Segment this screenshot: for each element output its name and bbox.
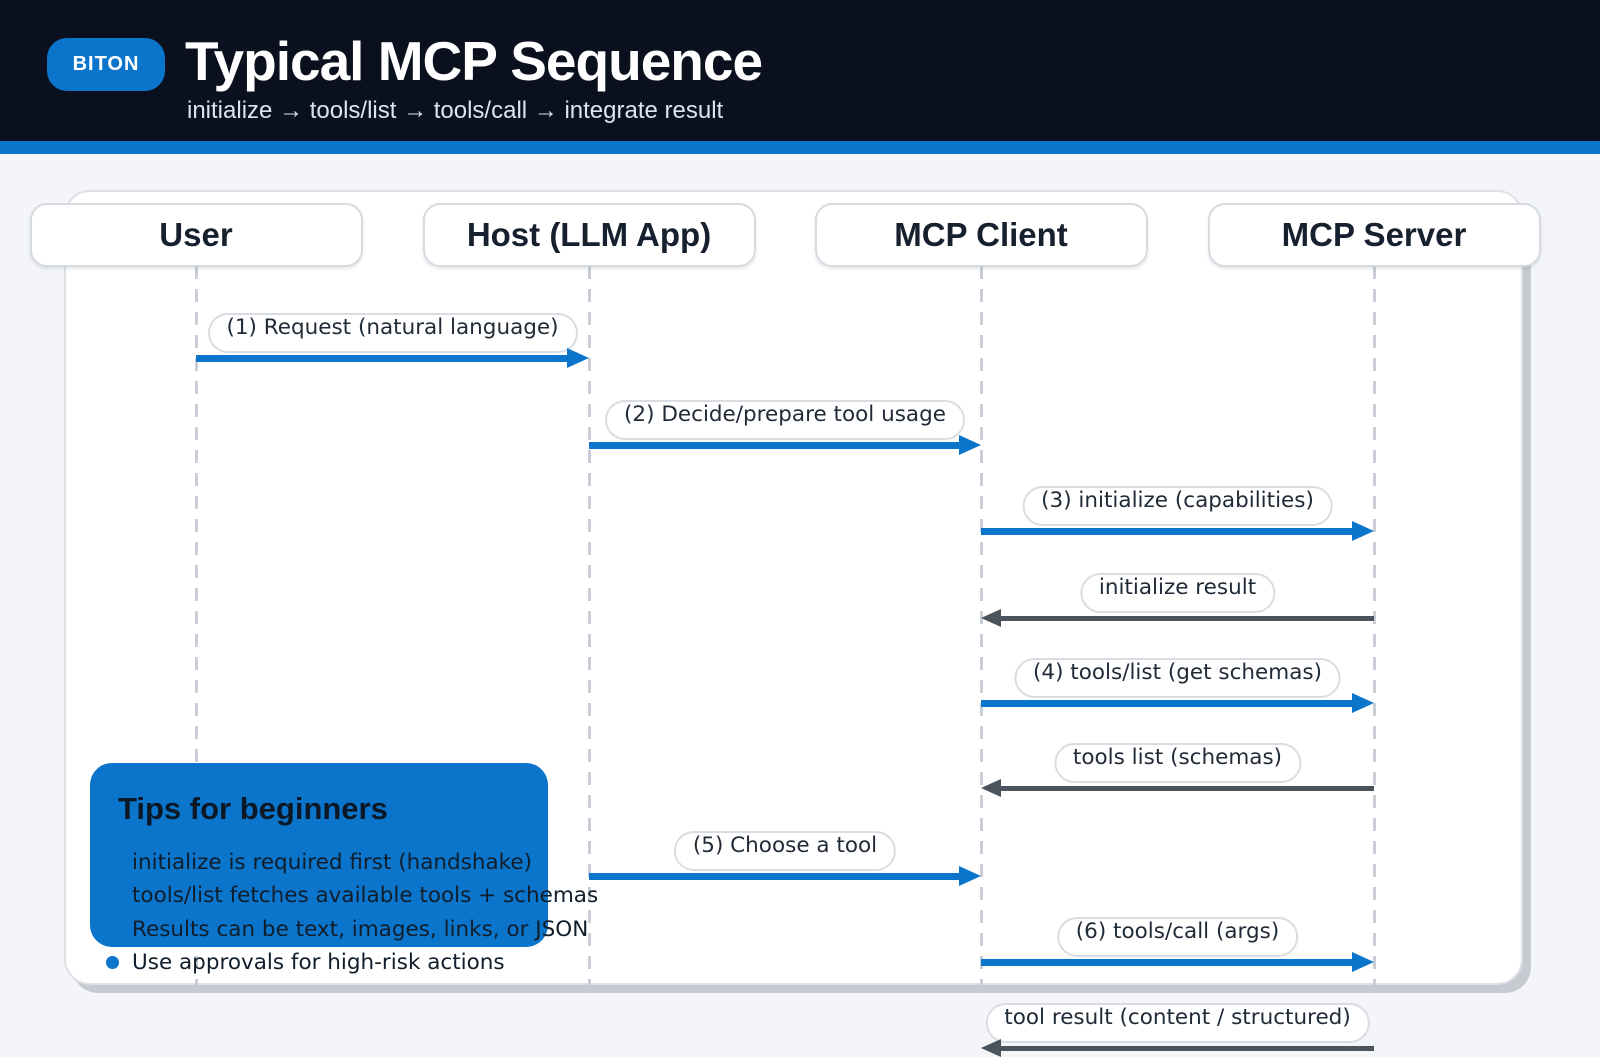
message-label-4-tools-list-get-schemas: (4) tools/list (get schemas) <box>1014 658 1341 698</box>
tip-item-text: tools/list fetches available tools + sch… <box>132 883 599 909</box>
arrowhead-left-icon <box>981 1039 1001 1057</box>
message-label-5-choose-a-tool: (5) Choose a tool <box>673 831 897 871</box>
arrowhead-right-icon <box>1352 521 1374 541</box>
lifeline-user <box>194 266 198 985</box>
bullet-dot-icon <box>106 889 119 903</box>
lifeline-host-llm-app <box>587 266 591 985</box>
message-arrow-tools-list-schemas <box>999 786 1374 791</box>
tip-item-text: Use approvals for high-risk actions <box>132 950 505 976</box>
message-label-2-decide-prepare-tool-usage: (2) Decide/prepare tool usage <box>605 400 965 440</box>
arrowhead-right-icon <box>567 348 589 368</box>
message-label-3-initialize-capabilities: (3) initialize (capabilities) <box>1022 486 1333 526</box>
lane-box-user: User <box>29 203 363 267</box>
tips-box: Tips for beginners <box>90 763 548 947</box>
tip-item-text: Results can be text, images, links, or J… <box>132 916 589 942</box>
brand-badge: BITON <box>47 38 165 91</box>
arrowhead-left-icon <box>981 779 1001 797</box>
message-label-initialize-result: initialize result <box>1079 573 1276 613</box>
tip-item-4: Use approvals for high-risk actions <box>106 946 505 980</box>
message-arrow-2-decide-prepare-tool-usage <box>589 442 963 449</box>
header-bar: BITON Typical MCP Sequence initialize → … <box>0 0 1600 141</box>
message-arrow-3-initialize-capabilities <box>981 528 1356 535</box>
message-arrow-1-request-natural-language <box>196 355 571 362</box>
message-arrow-5-choose-a-tool <box>589 873 963 880</box>
bullet-dot-icon <box>106 922 119 936</box>
lifeline-mcp-server <box>1372 266 1376 985</box>
message-label-tool-result-content-structured: tool result (content / structured) <box>985 1003 1370 1043</box>
arrowhead-right-icon <box>1352 952 1374 972</box>
message-label-6-tools-call-args: (6) tools/call (args) <box>1056 917 1299 957</box>
arrowhead-right-icon <box>959 435 981 455</box>
lane-box-mcp-client: MCP Client <box>814 203 1148 267</box>
lane-box-host-llm-app: Host (LLM App) <box>422 203 756 267</box>
bullet-dot-icon <box>106 956 119 970</box>
message-label-1-request-natural-language: (1) Request (natural language) <box>207 313 578 353</box>
tip-item-text: initialize is required first (handshake) <box>132 849 532 875</box>
message-label-tools-list-schemas: tools list (schemas) <box>1053 743 1302 783</box>
tips-title: Tips for beginners <box>118 791 388 826</box>
tip-item-1: initialize is required first (handshake) <box>106 845 532 879</box>
tip-item-3: Results can be text, images, links, or J… <box>106 912 588 946</box>
lane-box-mcp-server: MCP Server <box>1207 203 1541 267</box>
tip-item-2: tools/list fetches available tools + sch… <box>106 879 598 913</box>
page-subtitle: initialize → tools/list → tools/call → i… <box>187 97 724 124</box>
message-arrow-initialize-result <box>999 616 1374 621</box>
arrowhead-left-icon <box>981 609 1001 627</box>
message-arrow-tool-result-content-structured <box>999 1046 1374 1051</box>
bullet-dot-icon <box>106 855 119 869</box>
accent-stripe <box>0 141 1600 154</box>
page-title: Typical MCP Sequence <box>185 30 763 92</box>
message-arrow-4-tools-list-get-schemas <box>981 700 1356 707</box>
arrowhead-right-icon <box>1352 693 1374 713</box>
arrowhead-right-icon <box>959 866 981 886</box>
message-arrow-6-tools-call-args <box>981 959 1356 966</box>
